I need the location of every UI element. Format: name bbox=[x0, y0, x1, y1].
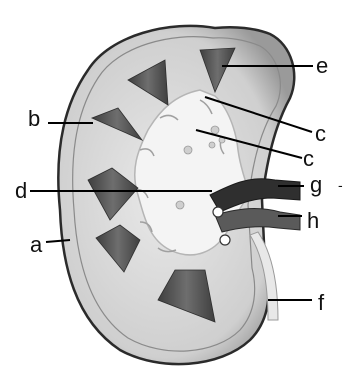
label-d: d bbox=[15, 180, 27, 202]
label-e: e bbox=[316, 55, 328, 77]
label-f: f bbox=[318, 292, 324, 314]
label-c-upper: c bbox=[315, 123, 326, 145]
label-c-lower: c bbox=[303, 148, 314, 170]
stray-mark: - bbox=[338, 178, 343, 192]
label-g: g bbox=[310, 174, 322, 196]
label-h: h bbox=[307, 210, 319, 232]
label-a: a bbox=[30, 234, 42, 256]
label-b: b bbox=[28, 108, 40, 130]
